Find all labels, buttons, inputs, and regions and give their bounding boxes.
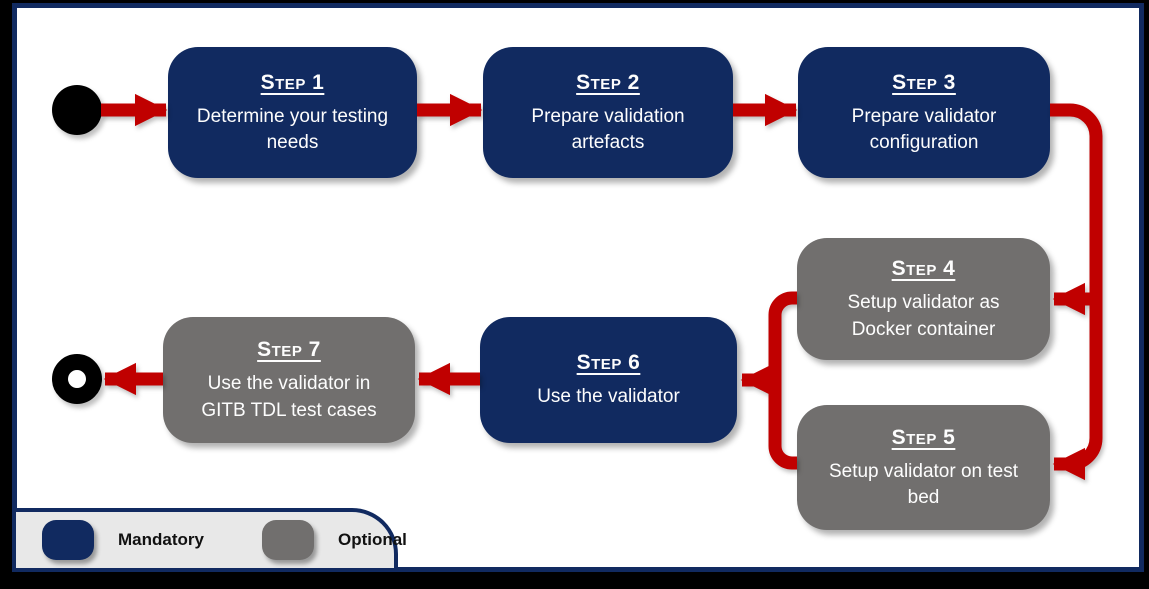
step-4-text: Setup validator as Docker container (847, 292, 1000, 340)
legend-optional-swatch (261, 520, 314, 560)
step-7-box: Step 7 Use the validator in GITB TDL tes… (163, 317, 415, 443)
step-2-box: Step 2 Prepare validation artefacts (483, 47, 733, 178)
step-3-title: Step 3 (892, 70, 956, 94)
step-4-box: Step 4 Setup validator as Docker contain… (797, 238, 1050, 360)
step-6-title: Step 6 (576, 351, 641, 375)
step-2-text: Prepare validation artefacts (531, 105, 685, 153)
step-1-title: Step 1 (260, 70, 325, 94)
step-7-title: Step 7 (257, 338, 321, 362)
step-6-box: Step 6 Use the validator (480, 317, 737, 443)
step-1-box: Step 1 Determine your testing needs (168, 47, 417, 178)
step-5-box: Step 5 Setup validator on test bed (797, 405, 1050, 530)
step-5-text: Setup validator on test bed (828, 460, 1019, 508)
legend-optional-label: Optional (337, 530, 407, 549)
step-4-title: Step 4 (891, 257, 956, 281)
step-3-text: Prepare validator configuration (851, 105, 997, 153)
step-1-text: Determine your testing needs (196, 105, 389, 153)
step-5-title: Step 5 (891, 425, 956, 449)
legend: Mandatory Optional (12, 508, 407, 572)
legend-mandatory-label: Mandatory (118, 530, 204, 549)
step-3-box: Step 3 Prepare validator configuration (798, 47, 1050, 178)
start-node-icon (52, 85, 102, 135)
end-node-icon (52, 354, 102, 404)
step-6-text: Use the validator (537, 386, 680, 408)
step-2-title: Step 2 (576, 70, 640, 94)
step-7-text: Use the validator in GITB TDL test cases (201, 373, 377, 421)
legend-mandatory-swatch (42, 520, 94, 560)
